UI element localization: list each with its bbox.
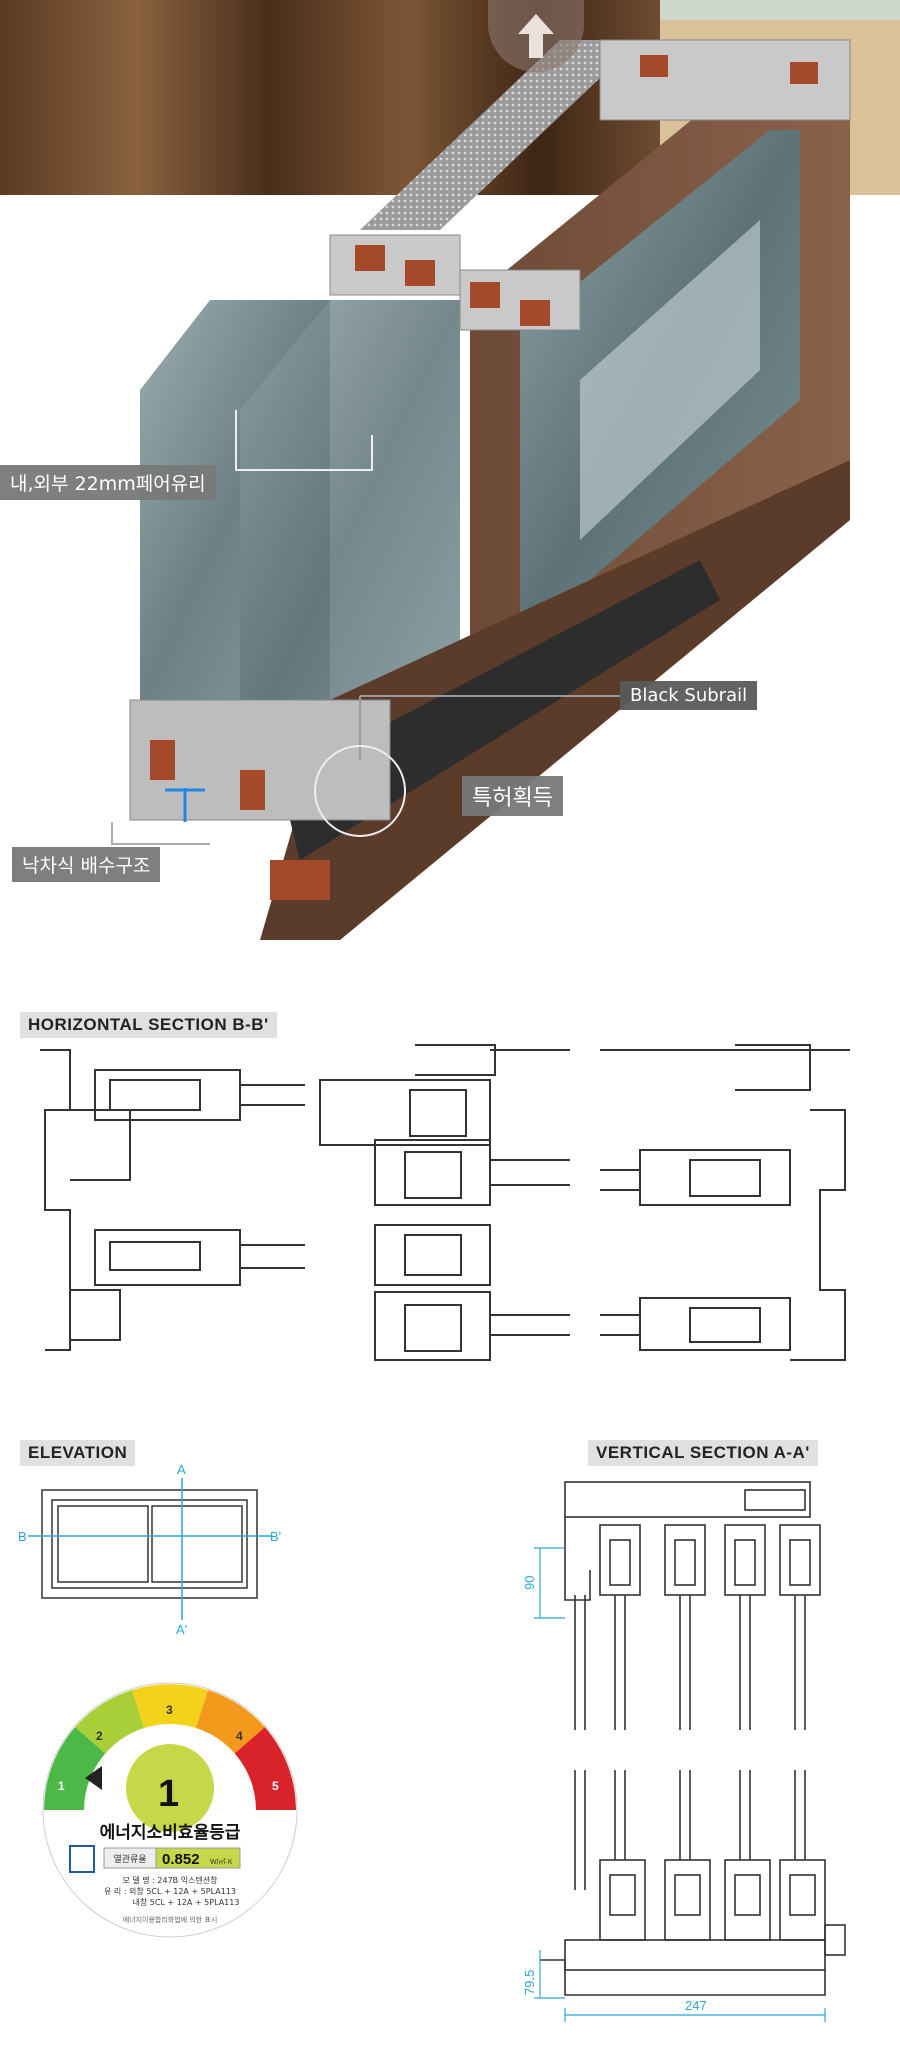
callout-subrail: Black Subrail	[620, 681, 758, 710]
grade-2-label: 2	[96, 1729, 103, 1743]
dimension-247: 247	[685, 1998, 707, 2013]
elevation-title: ELEVATION	[20, 1440, 136, 1466]
grade-pointer-icon	[85, 1766, 102, 1790]
grade-1-label: 1	[58, 1779, 65, 1793]
elevation-mark-a: A	[177, 1462, 186, 1477]
rate-label: 열관류율	[113, 1854, 146, 1865]
grade-3-label: 3	[166, 1703, 173, 1717]
dimension-90: 90	[522, 1576, 537, 1590]
energy-efficiency-label: 1 2 3 4 5 1 에너지소비효율등급 열관류율 0.852 W/㎡·K 모…	[42, 1682, 298, 1938]
rate-value: 0.852	[162, 1851, 200, 1868]
elevation-mark-b: B	[18, 1529, 27, 1544]
grade-4-label: 4	[236, 1729, 243, 1743]
callout-patent: 특허획득	[462, 776, 563, 816]
rate-unit: W/㎡·K	[210, 1858, 233, 1866]
arrow-up-icon	[518, 14, 554, 58]
callout-glass: 내,외부 22mm페어유리	[0, 465, 216, 500]
elevation-drawing: A A' B B'	[18, 1462, 281, 1637]
elevation-mark-b-prime: B'	[270, 1529, 281, 1544]
label-footer: 에너지이용합리화법에 의한 표시	[123, 1915, 218, 1924]
glass-inner-line: 내창 5CL + 12A + 5PLA113	[133, 1898, 240, 1907]
window-render-illustration	[0, 0, 900, 940]
model-line: 모 델 명 : 247B 익스텐션창	[122, 1875, 218, 1885]
kc-mark-icon	[69, 1845, 95, 1873]
grade-number: 1	[158, 1773, 179, 1815]
label-title: 에너지소비효율등급	[100, 1823, 241, 1843]
product-render: 내,외부 22mm페어유리 Black Subrail 특허획득 낙차식 배수구…	[0, 0, 900, 960]
horizontal-section-title: HORIZONTAL SECTION B-B'	[20, 1012, 277, 1038]
glass-outer-line: 유 리 : 외창 5CL + 12A + 5PLA113	[104, 1886, 236, 1896]
dimension-79-5: 79.5	[522, 1970, 537, 1995]
grade-5-label: 5	[272, 1779, 279, 1793]
vertical-section-drawing: 90 79.5 247	[522, 1481, 846, 2022]
elevation-mark-a-prime: A'	[176, 1622, 187, 1637]
callout-drain: 낙차식 배수구조	[12, 847, 161, 882]
vertical-section-title: VERTICAL SECTION A-A'	[588, 1440, 818, 1466]
horizontal-section-drawing	[40, 1044, 850, 1361]
